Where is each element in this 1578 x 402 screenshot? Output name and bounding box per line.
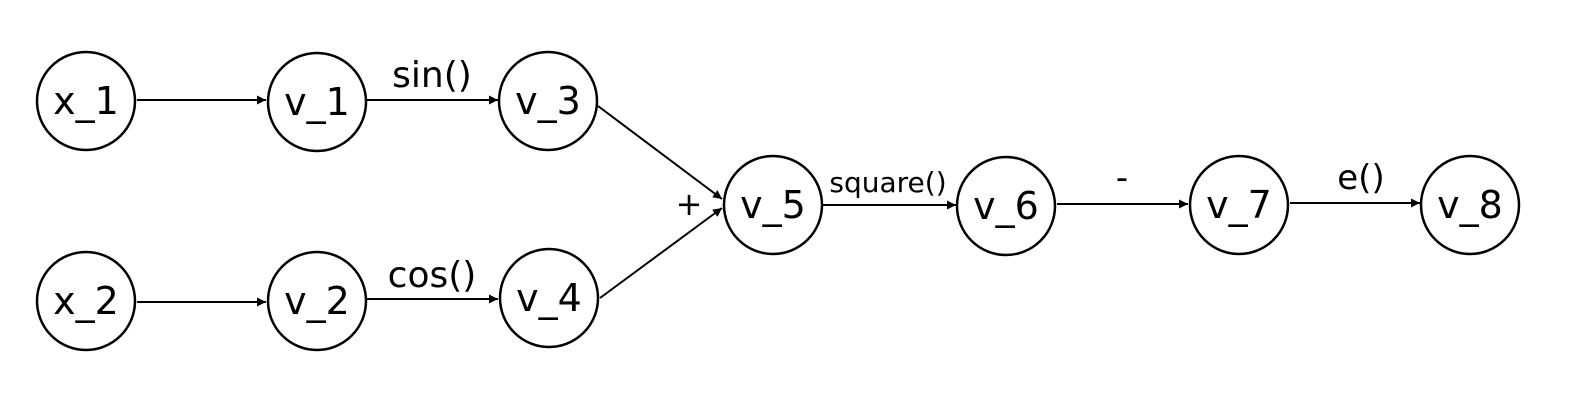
join-label-plus: +	[676, 185, 703, 223]
node-v5: v_5	[722, 154, 824, 256]
node-x2: x_2	[35, 250, 137, 352]
edge-label-sin: sin()	[392, 55, 472, 96]
node-v2: v_2	[266, 250, 368, 352]
nodes: x_1 x_2 v_1 v_2 v_3 v_4 v_5 v_6	[35, 50, 1521, 352]
node-label: v_7	[1206, 183, 1272, 227]
edge-label-square: square()	[829, 166, 946, 199]
node-label: v_4	[516, 276, 582, 320]
node-circle	[498, 247, 600, 349]
node-circle	[497, 50, 599, 152]
node-label: v_6	[973, 184, 1039, 228]
node-circle	[955, 155, 1057, 257]
node-circle	[35, 50, 137, 152]
node-circle	[266, 250, 368, 352]
edge-v3-v5	[597, 105, 723, 200]
node-label: v_3	[515, 79, 581, 123]
node-circle	[722, 154, 824, 256]
node-label: v_5	[740, 183, 806, 227]
node-circle	[35, 250, 137, 352]
node-label: v_1	[284, 80, 350, 124]
edge-label-minus: -	[1116, 158, 1128, 198]
edge-label-exp: e()	[1337, 158, 1384, 198]
edge-label-cos: cos()	[388, 255, 477, 296]
node-label: v_8	[1437, 183, 1503, 227]
edge-v4-v5	[599, 207, 723, 299]
node-v6: v_6	[955, 155, 1057, 257]
node-v3: v_3	[497, 50, 599, 152]
node-label: x_2	[53, 279, 119, 323]
node-circle	[1188, 154, 1290, 256]
node-x1: x_1	[35, 50, 137, 152]
node-v4: v_4	[498, 247, 600, 349]
node-circle	[1419, 154, 1521, 256]
edge-labels: sin() cos() square() - e() +	[388, 55, 1385, 296]
node-v7: v_7	[1188, 154, 1290, 256]
node-label: x_1	[53, 79, 119, 123]
node-v1: v_1	[266, 51, 368, 153]
node-v8: v_8	[1419, 154, 1521, 256]
node-circle	[266, 51, 368, 153]
edges	[137, 95, 1420, 307]
node-label: v_2	[284, 279, 350, 323]
